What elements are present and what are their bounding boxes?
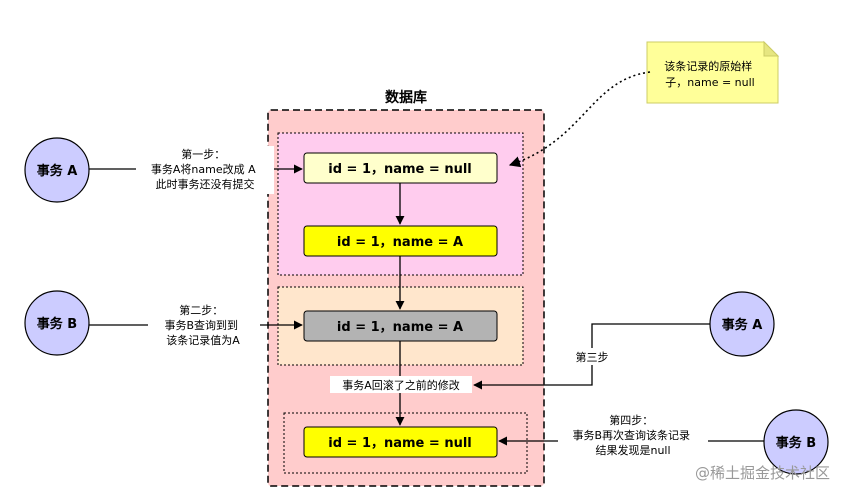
record-original-label: id = 1，name = null [328,162,472,177]
rollback-label-bg [330,376,472,393]
actor-transaction-b-left [24,290,90,356]
rollback-label: 事务A回滚了之前的修改 [342,378,460,392]
step1-label: 第一步： 事务A将name改成 A 此时事务还没有提交 [151,147,259,191]
actor-transaction-b-right [763,409,829,475]
database-title: 数据库 [385,89,427,106]
step4-line3: 结果发现是null [595,443,670,457]
note-connector [508,71,651,168]
step2-label: 第二步： 事务B查询到到 该条记录值为A [164,303,241,347]
note-line1: 该条记录的原始样 [664,59,752,73]
step4-label-bg [558,412,708,460]
step2-label-bg [148,302,260,350]
actor-transaction-b-right-label: 事务 B [776,435,816,451]
step2-line1: 第二步： [179,303,223,317]
note-fold [763,40,780,57]
step2-line3: 该条记录值为A [166,333,240,347]
note-text: 该条记录的原始样 子，name = null [664,59,756,89]
step2-line2: 事务B查询到到 [164,318,238,332]
actor-transaction-a-right-label: 事务 A [722,317,763,333]
step1-label-bg [136,146,274,194]
step1-line3: 此时事务还没有提交 [156,177,255,191]
step1-line1: 第一步： [181,147,225,161]
step3-label: 第三步 [576,350,609,364]
step4-line1: 第四步： [609,413,653,427]
record-modified-label: id = 1，name = A [337,235,463,250]
watermark: @稀土掘金技术社区 [695,464,830,482]
note-line2: 子，name = null [665,76,754,89]
step3-label-bg [566,348,618,365]
record-restored [303,426,498,458]
step4-label: 第四步： 事务B再次查询该条记录 结果发现是null [572,413,693,457]
actor-transaction-a-left [24,137,90,203]
record-read-label: id = 1，name = A [337,320,463,335]
record-restored-label: id = 1，name = null [328,436,472,451]
step4-line2: 事务B再次查询该条记录 [572,428,690,442]
note-box [646,41,779,104]
actor-transaction-b-left-label: 事务 B [37,316,77,332]
step1-line2: 事务A将name改成 A [151,162,256,176]
actor-transaction-a-left-label: 事务 A [37,163,78,179]
